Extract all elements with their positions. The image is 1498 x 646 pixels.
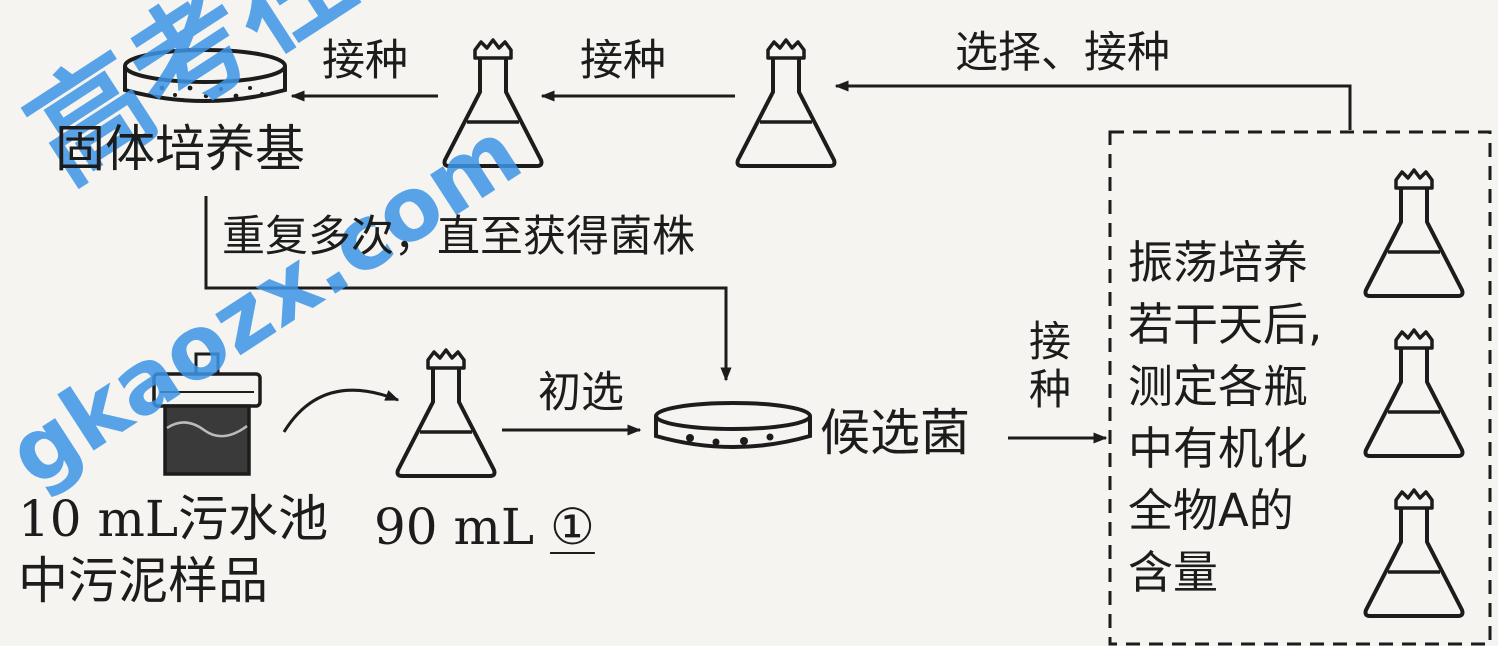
panel-text: 振荡培养 若干天后, 测定各瓶 中有机化 全物A的 含量 bbox=[1128, 232, 1368, 604]
flask-bottom bbox=[395, 348, 497, 478]
label-preliminary-screen: 初选 bbox=[538, 368, 624, 418]
panel-line-5: 全物A的 bbox=[1128, 484, 1294, 537]
panel-flask-2 bbox=[1363, 328, 1465, 458]
flask-top-left bbox=[442, 38, 544, 168]
panel-line-3: 测定各瓶 bbox=[1128, 360, 1309, 413]
panel-line-4: 中有机化 bbox=[1128, 422, 1309, 475]
label-inoculate-left: 接种 bbox=[322, 36, 408, 86]
panel-flask-3 bbox=[1363, 488, 1465, 618]
panel-flask-1 bbox=[1363, 168, 1465, 298]
label-inoculate-mid: 接种 bbox=[580, 36, 666, 86]
sludge-sample-jar bbox=[152, 352, 262, 476]
label-inoculate-vertical: 接种 bbox=[1028, 317, 1071, 414]
label-repeat-note: 重复多次，直至获得菌株 bbox=[222, 212, 695, 262]
flask-top-right bbox=[735, 38, 837, 168]
arrow-select-inoculate bbox=[834, 80, 1352, 130]
label-solid-medium: 固体培养基 bbox=[55, 120, 305, 178]
panel-line-1: 振荡培养 bbox=[1128, 236, 1309, 289]
solid-medium-dish bbox=[123, 48, 287, 103]
flask-volume-value: 90 mL bbox=[374, 498, 535, 556]
label-sample-line1: 10 mL污水池 bbox=[18, 490, 329, 548]
panel-line-2: 若干天后, bbox=[1128, 298, 1323, 351]
candidate-dish bbox=[654, 401, 812, 449]
experiment-panel-border bbox=[1108, 130, 1492, 646]
label-sample-line2: 中污泥样品 bbox=[18, 552, 268, 610]
label-select-inoculate: 选择、接种 bbox=[955, 28, 1170, 78]
blank-marker: ① bbox=[550, 498, 595, 556]
label-flask-volume: 90 mL ① bbox=[374, 502, 595, 552]
arrow-repeat-loop bbox=[204, 196, 732, 382]
arrow-sample-to-flask bbox=[282, 388, 400, 433]
panel-line-6: 含量 bbox=[1128, 546, 1219, 599]
label-candidate-strain: 候选菌 bbox=[820, 404, 970, 462]
